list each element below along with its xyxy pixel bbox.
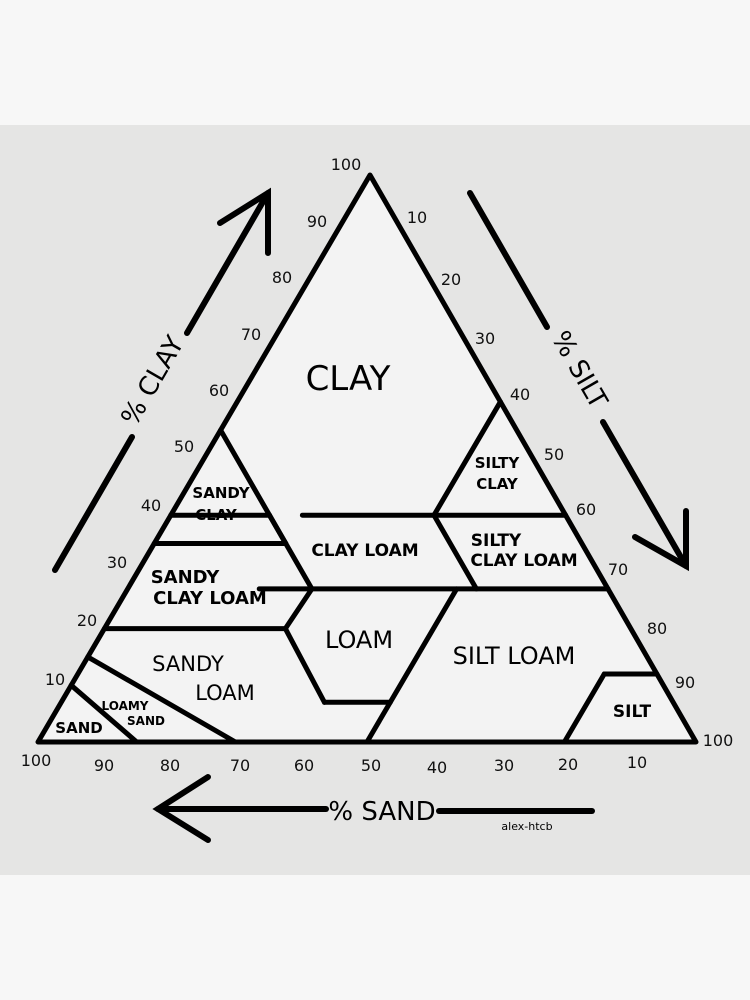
clay-tick-40: 40 [141, 496, 161, 515]
silt-tick-20: 20 [441, 270, 461, 289]
region-label-loam: LOAM [325, 626, 393, 654]
silt-tick-100: 100 [703, 731, 734, 750]
clay-axis-arrow [52, 187, 271, 573]
sand-axis-arrow [152, 774, 595, 843]
sand-ticks: 100 90 80 70 60 50 40 30 20 10 [21, 751, 647, 777]
silt-tick-80: 80 [647, 619, 667, 638]
sand-tick-70: 70 [230, 756, 250, 775]
clay-tick-20: 20 [77, 611, 97, 630]
boundary-loamy-sand-sand [68, 682, 140, 745]
silt-axis-label: % SILT [545, 326, 613, 414]
silt-tick-30: 30 [475, 329, 495, 348]
boundary-silt-loam-left [364, 586, 460, 745]
clay-tick-100: 100 [331, 155, 362, 174]
clay-tick-10: 10 [45, 670, 65, 689]
sand-tick-100: 100 [21, 751, 52, 770]
sand-tick-10: 10 [627, 753, 647, 772]
sand-tick-20: 20 [558, 755, 578, 774]
silt-axis-arrow [467, 190, 689, 572]
region-label-silty-clay-loam-1: SILTY [471, 531, 522, 551]
region-label-sandy-clay-1: SANDY [192, 484, 250, 502]
boundary-clay-silty-clay-left [431, 399, 503, 518]
clay-tick-50: 50 [174, 437, 194, 456]
silt-tick-40: 40 [510, 385, 530, 404]
silt-tick-10: 10 [407, 208, 427, 227]
clay-ticks: 10 20 30 40 50 60 70 80 90 100 [45, 155, 361, 689]
sand-tick-60: 60 [294, 756, 314, 775]
region-label-silt-loam: SILT LOAM [453, 642, 576, 670]
silt-tick-50: 50 [544, 445, 564, 464]
clay-axis-label: % CLAY [116, 331, 191, 431]
region-label-sandy-clay-2: CLAY [195, 506, 238, 524]
region-label-sandy-clay-loam-1: SANDY [151, 567, 221, 588]
region-label-sandy-loam-2: LOAM [195, 681, 255, 705]
artist-credit: alex-htcb [501, 820, 552, 833]
clay-tick-70: 70 [241, 325, 261, 344]
triangle-outline [35, 172, 699, 745]
boundary-loam-left-lower [282, 626, 327, 705]
region-label-sandy-clay-loam-2: CLAY LOAM [153, 588, 267, 609]
boundary-silty-clay-loam-left [431, 512, 479, 592]
region-label-sandy-loam-1: SANDY [152, 652, 224, 676]
sand-tick-30: 30 [494, 756, 514, 775]
silt-tick-60: 60 [576, 500, 596, 519]
sand-tick-90: 90 [94, 756, 114, 775]
clay-tick-80: 80 [272, 268, 292, 287]
silt-tick-90: 90 [675, 673, 695, 692]
boundary-silt-left [561, 671, 607, 745]
clay-tick-60: 60 [209, 381, 229, 400]
region-label-silty-clay-1: SILTY [475, 454, 521, 472]
region-label-sand: SAND [55, 719, 102, 737]
boundary-loam-left-upper [282, 586, 315, 632]
boundary-clay-loam-left [267, 512, 315, 592]
region-label-clay: CLAY [306, 359, 391, 399]
clay-tick-90: 90 [307, 212, 327, 231]
region-label-silt: SILT [613, 702, 652, 722]
region-label-clay-loam: CLAY LOAM [311, 541, 418, 561]
boundary-sandy-loam-loamy-sand [85, 654, 238, 745]
silt-tick-70: 70 [608, 560, 628, 579]
sand-tick-80: 80 [160, 756, 180, 775]
sand-tick-40: 40 [427, 758, 447, 777]
clay-tick-30: 30 [107, 553, 127, 572]
region-label-loamy-sand-2: SAND [127, 714, 165, 728]
sand-tick-50: 50 [361, 756, 381, 775]
region-label-silty-clay-2: CLAY [476, 475, 519, 493]
sand-axis-label: % SAND [328, 797, 435, 827]
region-boundaries [68, 399, 660, 745]
region-label-silty-clay-loam-2: CLAY LOAM [470, 551, 577, 571]
silt-ticks: 10 20 30 40 50 60 70 80 90 100 [407, 208, 733, 750]
region-label-loamy-sand-1: LOAMY [101, 699, 148, 713]
